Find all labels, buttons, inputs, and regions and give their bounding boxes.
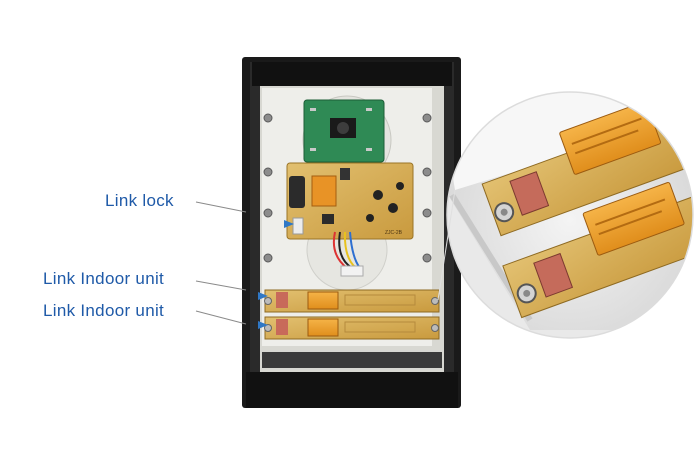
- leader-line-lock: [195, 201, 247, 213]
- leader-line-indoor-2: [195, 310, 247, 325]
- relay-board-2: [264, 316, 440, 340]
- panel-screws: [263, 113, 432, 263]
- callout-link-lock: Link lock: [105, 191, 174, 210]
- callout-link-indoor-unit-2: Link Indoor unit: [43, 301, 165, 320]
- leader-line-indoor-1: [195, 280, 247, 291]
- callout-link-indoor-unit-1: Link Indoor unit: [43, 269, 165, 288]
- relay-board-1: [264, 289, 440, 313]
- board-marking: ZJC-2B: [385, 230, 403, 236]
- zoom-inset: [447, 92, 693, 338]
